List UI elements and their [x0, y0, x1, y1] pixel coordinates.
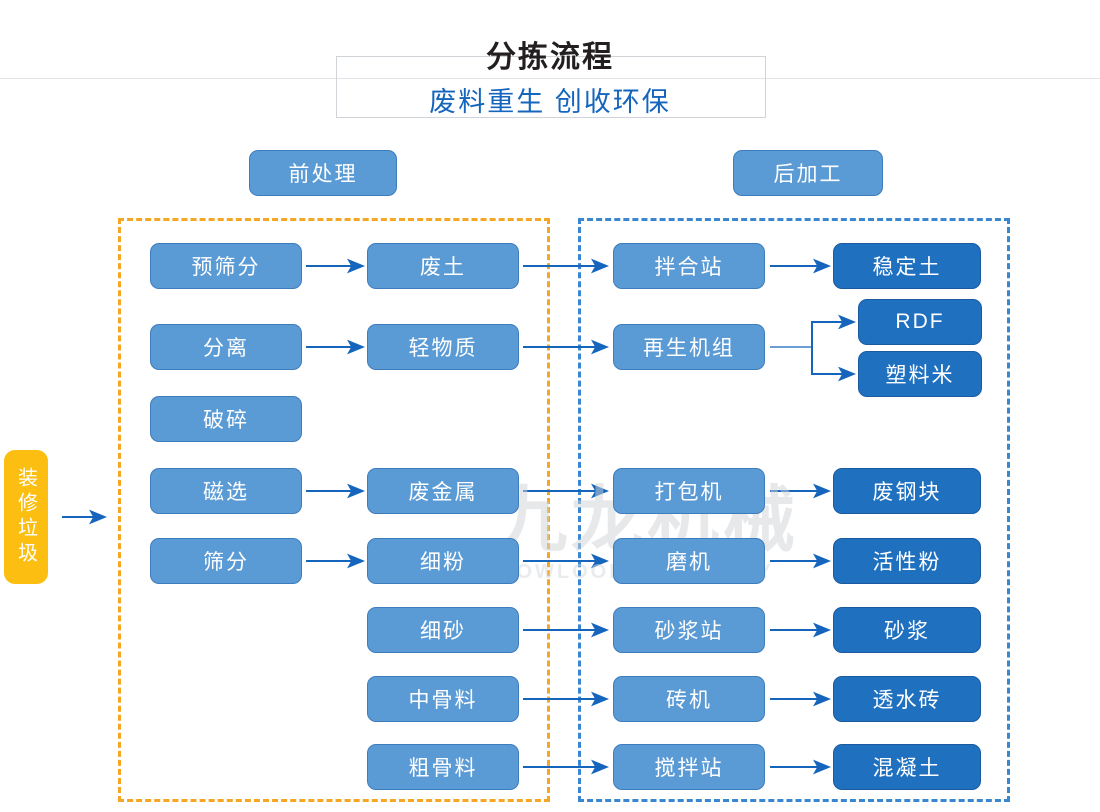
node-pre-output-6[interactable]: 粗骨料 — [367, 744, 519, 790]
node-post-process-6[interactable]: 搅拌站 — [613, 744, 765, 790]
node-post-output-4[interactable]: 活性粉 — [833, 538, 981, 584]
node-post-output-2[interactable]: 塑料米 — [858, 351, 982, 397]
group-box-pre-process — [118, 218, 550, 802]
node-post-process-1[interactable]: 再生机组 — [613, 324, 765, 370]
node-post-process-5[interactable]: 砖机 — [613, 676, 765, 722]
node-post-process-2[interactable]: 打包机 — [613, 468, 765, 514]
node-pre-process-3[interactable]: 磁选 — [150, 468, 302, 514]
node-pre-output-4[interactable]: 细砂 — [367, 607, 519, 653]
header-frame — [336, 56, 766, 118]
node-pre-process-1[interactable]: 分离 — [150, 324, 302, 370]
page-subtitle: 废料重生 创收环保 — [429, 87, 671, 117]
node-pre-output-1[interactable]: 轻物质 — [367, 324, 519, 370]
page-header: 分拣流程 废料重生 创收环保 — [0, 0, 1100, 132]
section-header-pre-process: 前处理 — [249, 150, 397, 196]
node-pre-output-3[interactable]: 细粉 — [367, 538, 519, 584]
group-box-post-process — [578, 218, 1010, 802]
node-pre-output-0[interactable]: 废土 — [367, 243, 519, 289]
node-pre-output-2[interactable]: 废金属 — [367, 468, 519, 514]
node-post-process-0[interactable]: 拌合站 — [613, 243, 765, 289]
node-post-output-7[interactable]: 混凝土 — [833, 744, 981, 790]
node-pre-process-2[interactable]: 破碎 — [150, 396, 302, 442]
node-post-output-1[interactable]: RDF — [858, 299, 982, 345]
node-pre-process-4[interactable]: 筛分 — [150, 538, 302, 584]
input-node-renovation-waste[interactable]: 装修垃圾 — [4, 450, 48, 584]
page-title: 分拣流程 — [486, 41, 614, 74]
node-post-process-4[interactable]: 砂浆站 — [613, 607, 765, 653]
section-header-post-process: 后加工 — [733, 150, 883, 196]
header-divider-rule — [0, 78, 1100, 79]
node-post-output-6[interactable]: 透水砖 — [833, 676, 981, 722]
node-post-output-3[interactable]: 废钢块 — [833, 468, 981, 514]
node-post-output-0[interactable]: 稳定土 — [833, 243, 981, 289]
node-pre-process-0[interactable]: 预筛分 — [150, 243, 302, 289]
node-pre-output-5[interactable]: 中骨料 — [367, 676, 519, 722]
node-post-output-5[interactable]: 砂浆 — [833, 607, 981, 653]
node-post-process-3[interactable]: 磨机 — [613, 538, 765, 584]
